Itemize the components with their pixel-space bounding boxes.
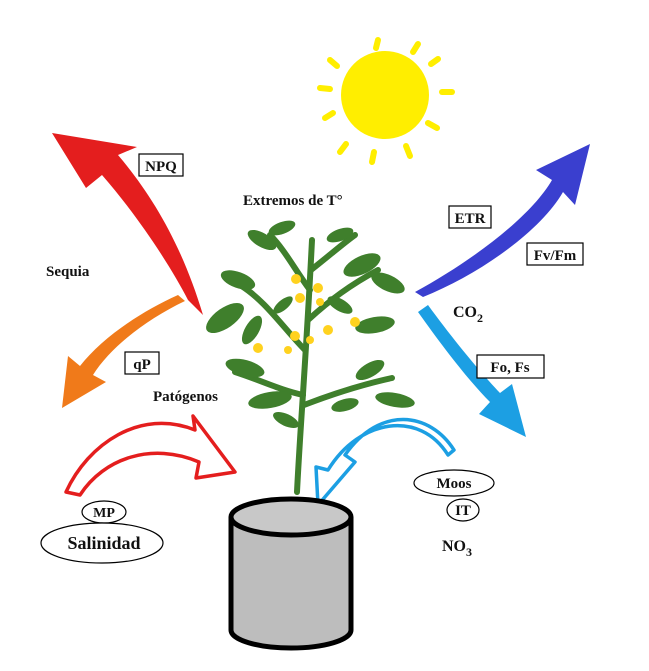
fofs-box	[476, 354, 545, 379]
it-ellipse	[446, 498, 480, 522]
no3-base: NO	[442, 538, 466, 555]
qp-label: qP	[133, 357, 151, 373]
label-boxes	[40, 153, 584, 564]
sun-icon	[317, 37, 455, 165]
fvfm-box	[526, 242, 584, 266]
etr-box	[448, 205, 492, 229]
plant-icon	[206, 220, 415, 495]
qp-arrow	[62, 295, 185, 408]
patogenos-label: Patógenos	[153, 389, 218, 405]
sequia-label: Sequia	[46, 264, 90, 280]
npq-box	[138, 153, 184, 177]
patogenos-arrow	[64, 414, 237, 497]
no3-label: NO3	[442, 538, 472, 559]
mp-label: MP	[93, 506, 115, 521]
npq-arrow	[52, 133, 203, 315]
salinidad-label: Salinidad	[67, 533, 140, 553]
co2-base: CO	[453, 304, 477, 321]
flower-cluster	[253, 274, 360, 354]
qp-box	[124, 351, 160, 375]
etr-label: ETR	[455, 211, 486, 227]
moos-label: Moos	[437, 476, 472, 492]
co2-subscript: 2	[477, 311, 483, 325]
fofs-label: Fo, Fs	[490, 360, 529, 376]
water-arrow	[314, 417, 456, 507]
etr-arrow	[415, 144, 590, 297]
npq-label: NPQ	[145, 159, 177, 175]
salinidad-ellipse	[40, 522, 164, 564]
pot-icon	[228, 496, 354, 651]
moos-ellipse	[413, 469, 495, 497]
it-label: IT	[455, 503, 471, 519]
co2-label: CO2	[453, 304, 483, 325]
extremos-label: Extremos de T°	[243, 193, 343, 209]
fofs-arrow	[418, 305, 526, 437]
no3-subscript: 3	[466, 545, 472, 559]
fvfm-label: Fv/Fm	[534, 248, 577, 264]
